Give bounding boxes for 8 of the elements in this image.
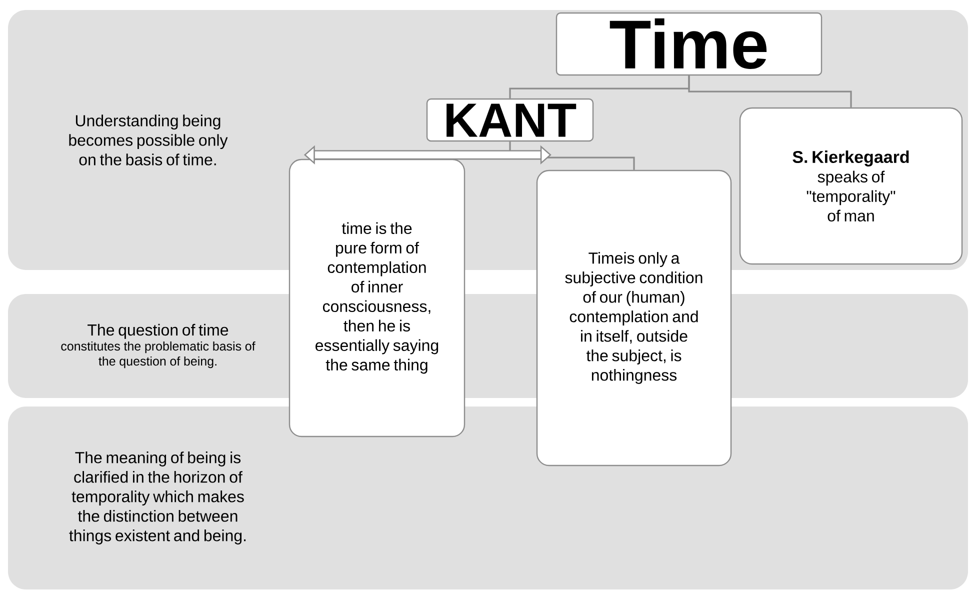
connector-line bbox=[688, 76, 852, 108]
text-box: Timeis only a subjective condition of our (human) contemplation and in itself, outside the subject, is nothingness bbox=[536, 170, 732, 466]
text-box: S. Kierkegaard speaks of "temporality" of man bbox=[739, 107, 963, 265]
connector-line bbox=[509, 142, 635, 170]
section-band: The meaning of being is clarified in the horizon of temporality which makes the distinction between things existent and being. bbox=[8, 406, 968, 590]
text-box: time is the pure form of contemplation of inner consciousness, then he is essentially saying the same thing bbox=[288, 158, 466, 438]
heading-box: KANT bbox=[426, 98, 594, 142]
title-box: Time bbox=[556, 12, 822, 76]
